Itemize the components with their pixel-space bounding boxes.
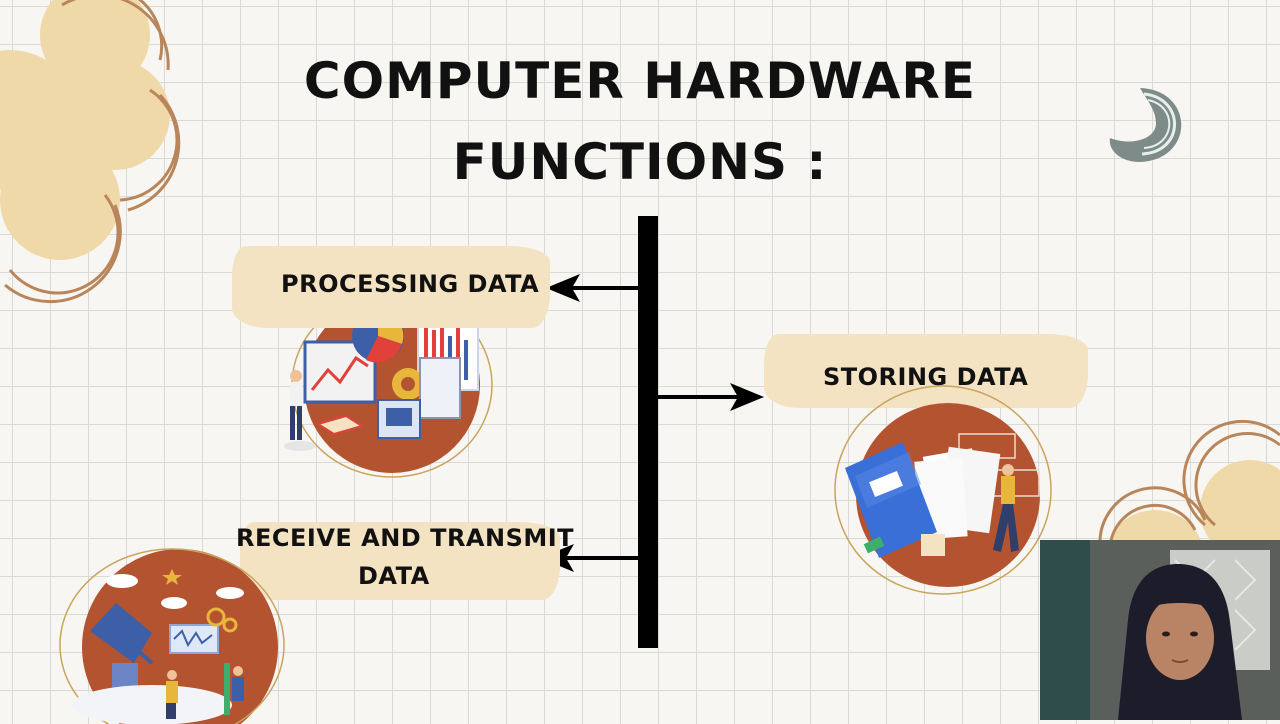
webcam-video-overlay[interactable]	[1040, 540, 1280, 720]
slide-title-line2: FUNCTIONS :	[452, 133, 828, 191]
storing-data-label: STORING DATA	[823, 363, 1029, 391]
arrow-head-storing	[730, 383, 764, 411]
decorative-swirl-top-right	[1109, 88, 1182, 162]
processing-label-background	[232, 246, 550, 328]
receive-transmit-label-line2: DATA	[358, 562, 430, 590]
vertical-connector-bar	[638, 216, 658, 648]
storing-label-background	[764, 334, 1088, 408]
arrow-head-processing	[546, 274, 580, 302]
storing-illustration	[825, 380, 1065, 595]
processing-data-label: PROCESSING DATA	[281, 270, 540, 298]
receive-label-background	[240, 522, 560, 600]
receive-transmit-label-line1: RECEIVE AND TRANSMIT	[236, 524, 575, 552]
receive-transmit-illustration	[52, 535, 285, 724]
decorative-flower-top-left	[0, 0, 181, 304]
slide-title-line1: COMPUTER HARDWARE	[303, 52, 977, 110]
